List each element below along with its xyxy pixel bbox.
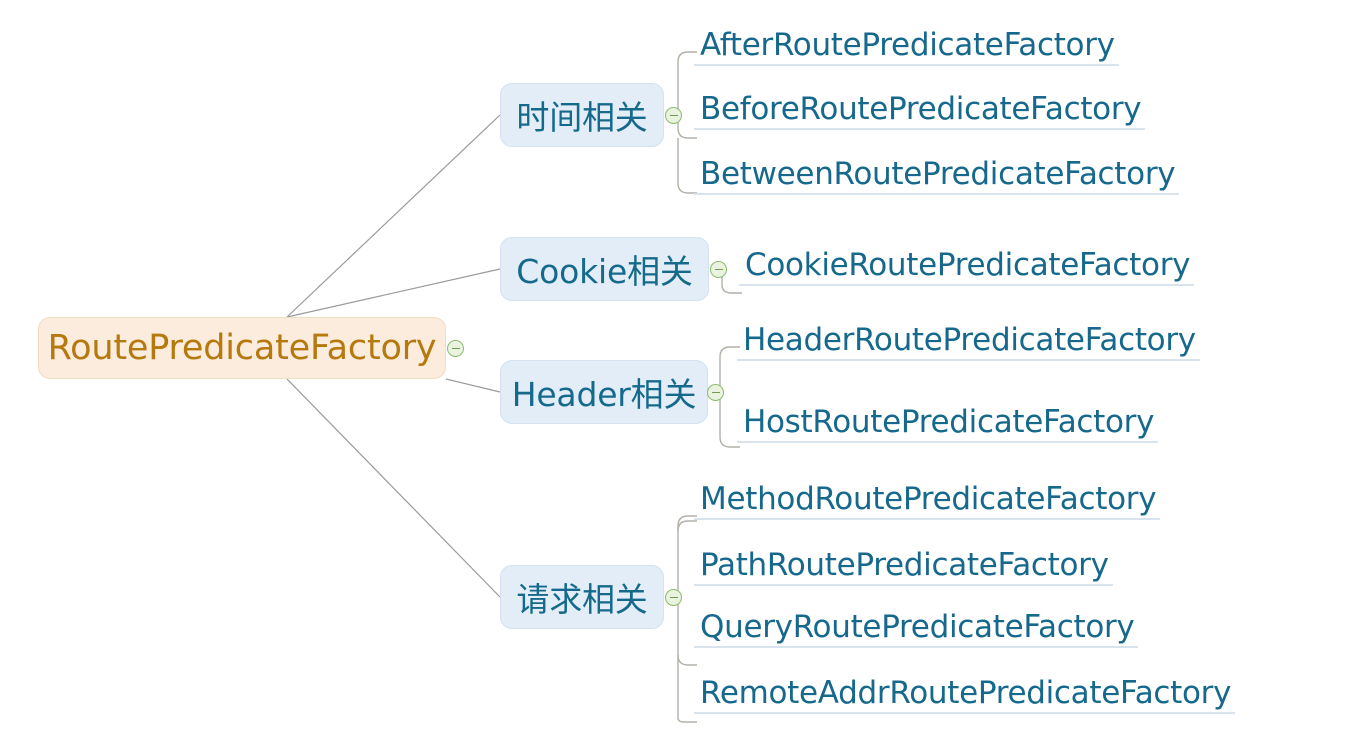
- leaf-node-host[interactable]: HostRoutePredicateFactory: [737, 404, 1159, 443]
- leaf-node-header[interactable]: HeaderRoutePredicateFactory: [737, 323, 1200, 361]
- leaf-node-after[interactable]: AfterRoutePredicateFactory: [694, 28, 1119, 66]
- leaf-node-before-label: BeforeRoutePredicateFactory: [700, 91, 1142, 128]
- branch-node-header-label: Header相关: [511, 375, 697, 414]
- leaf-node-cookie[interactable]: CookieRoutePredicateFactory: [739, 247, 1195, 286]
- wire-root-to-header: [445, 378, 501, 393]
- leaf-node-query[interactable]: QueryRoutePredicateFactory: [694, 609, 1139, 648]
- branch-header-collapse-toggle-icon[interactable]: [707, 384, 724, 401]
- leaf-node-method[interactable]: MethodRoutePredicateFactory: [694, 481, 1161, 520]
- leaf-node-remoteaddr-label: RemoteAddrRoutePredicateFactory: [700, 675, 1232, 712]
- branch-node-header[interactable]: Header相关: [500, 360, 708, 424]
- branch-node-cookie-label: Cookie相关: [516, 252, 693, 291]
- leaf-node-before[interactable]: BeforeRoutePredicateFactory: [694, 91, 1146, 130]
- wire-root-to-request: [286, 378, 501, 598]
- branch-cookie-collapse-toggle-icon[interactable]: [710, 261, 727, 278]
- root-collapse-toggle-icon[interactable]: [447, 340, 464, 357]
- branch-node-time-label: 时间相关: [516, 98, 648, 137]
- branch-request-collapse-toggle-icon[interactable]: [665, 589, 682, 606]
- leaf-node-host-label: HostRoutePredicateFactory: [743, 404, 1155, 441]
- leaf-node-between[interactable]: BetweenRoutePredicateFactory: [694, 156, 1180, 195]
- leaf-node-remoteaddr[interactable]: RemoteAddrRoutePredicateFactory: [694, 675, 1236, 714]
- branch-time-collapse-toggle-icon[interactable]: [665, 107, 682, 124]
- leaf-node-after-label: AfterRoutePredicateFactory: [700, 27, 1115, 64]
- leaf-node-path-label: PathRoutePredicateFactory: [700, 547, 1109, 584]
- wire-root-to-cookie: [286, 268, 501, 318]
- branch-node-time[interactable]: 时间相关: [500, 83, 664, 147]
- branch-node-cookie[interactable]: Cookie相关: [500, 237, 709, 301]
- leaf-node-header-label: HeaderRoutePredicateFactory: [743, 322, 1196, 359]
- leaf-node-path[interactable]: PathRoutePredicateFactory: [694, 548, 1113, 586]
- root-node[interactable]: RoutePredicateFactory: [38, 317, 446, 379]
- root-node-label: RoutePredicateFactory: [47, 328, 437, 368]
- leaf-node-query-label: QueryRoutePredicateFactory: [700, 609, 1135, 646]
- leaf-node-method-label: MethodRoutePredicateFactory: [700, 481, 1157, 518]
- leaf-node-cookie-label: CookieRoutePredicateFactory: [745, 247, 1191, 284]
- branch-node-request[interactable]: 请求相关: [500, 565, 664, 629]
- branch-node-request-label: 请求相关: [516, 580, 648, 619]
- leaf-node-between-label: BetweenRoutePredicateFactory: [700, 156, 1176, 193]
- wire-root-to-time: [286, 114, 501, 318]
